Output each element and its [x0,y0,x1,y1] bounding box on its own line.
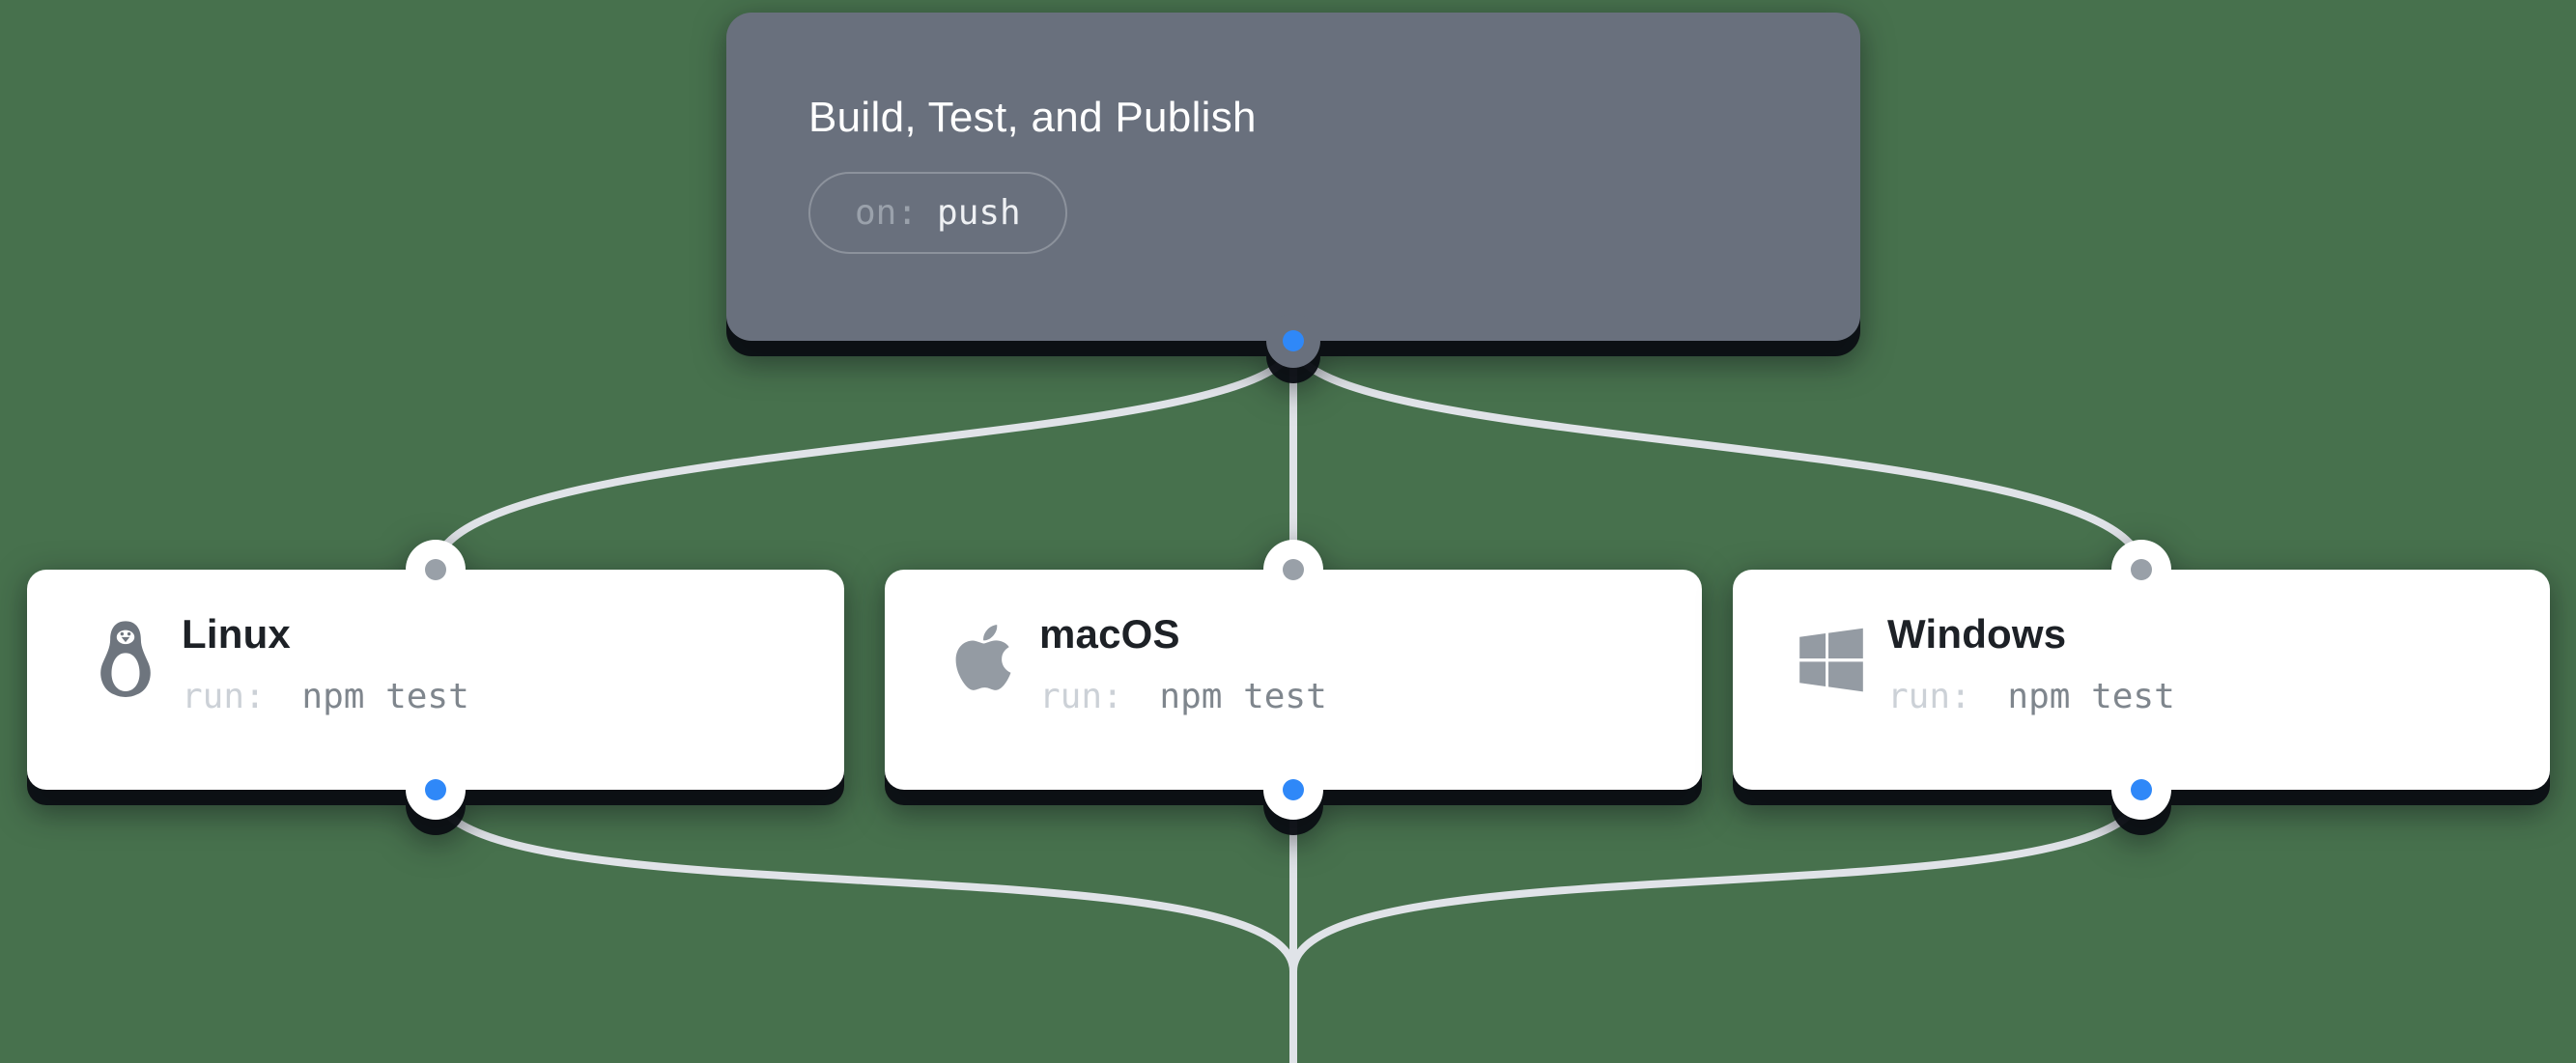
run-label: run: [1887,677,1971,716]
trigger-output-dot [1283,330,1304,351]
macos-input-dot [1283,559,1304,580]
run-label: run: [1039,677,1123,716]
windows-icon [1797,620,1866,696]
macos-output-dot [1283,779,1304,800]
edge-trigger-to-linux [432,338,1297,573]
run-command: npm test [1159,677,1327,716]
job-text: Linux run: npm test [182,612,469,716]
linux-input-dot [425,559,446,580]
badge-push-value: push [937,193,1021,233]
job-title: Linux [182,611,291,657]
trigger-title: Build, Test, and Publish [808,94,1257,141]
job-card-windows[interactable]: Windows run: npm test [1733,540,2550,820]
job-text: Windows run: npm test [1887,612,2175,716]
job-text: macOS run: npm test [1039,612,1327,716]
run-command: npm test [301,677,469,716]
job-title: Windows [1887,611,2067,657]
edge-windows-out [1289,786,2145,975]
job-card-macos[interactable]: macOS run: npm test [885,540,1702,820]
run-label: run: [182,677,266,716]
windows-input-dot [2131,559,2152,580]
trigger-card[interactable]: Build, Test, and Publish on: push [726,13,1860,368]
run-line: run: npm test [182,678,469,716]
job-title: macOS [1039,611,1180,657]
windows-output-dot [2131,779,2152,800]
linux-icon [91,620,160,699]
edge-linux-out [432,786,1297,975]
badge-on-label: on: [855,193,919,233]
run-line: run: npm test [1039,678,1327,716]
linux-output-dot [425,779,446,800]
run-line: run: npm test [1887,678,2175,716]
apple-icon [948,620,1018,695]
edge-trigger-to-windows [1289,338,2145,573]
job-card-linux[interactable]: Linux run: npm test [27,540,844,820]
run-command: npm test [2007,677,2175,716]
trigger-event-badge: on: push [808,172,1067,254]
